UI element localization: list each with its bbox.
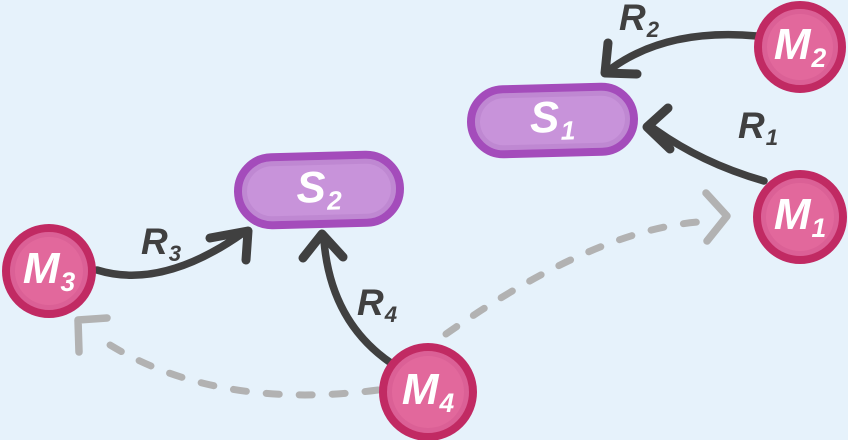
edge-r2-arrowhead-icon bbox=[600, 38, 642, 79]
edge-m4-m1-arrowhead-icon bbox=[702, 189, 731, 245]
node-s2-label: S2 bbox=[295, 162, 343, 216]
edge-label-r1: R1 bbox=[737, 105, 779, 150]
edge-r3-path bbox=[93, 229, 247, 279]
node-m4-label: M4 bbox=[401, 364, 455, 418]
node-m2: M2 bbox=[754, 1, 846, 93]
edge-m4-m1-dashed-path bbox=[442, 218, 702, 338]
node-s2: S2 bbox=[233, 149, 405, 231]
edge-r3-arrowhead-icon bbox=[205, 226, 253, 265]
edge-r2-path bbox=[608, 30, 761, 72]
edge-r1-path bbox=[649, 124, 768, 185]
node-m3: M3 bbox=[2, 224, 96, 318]
node-m3-label: M3 bbox=[22, 243, 76, 297]
edge-r4-path bbox=[320, 237, 395, 367]
edge-label-r4: R4 bbox=[356, 282, 398, 327]
edge-m4-m3-arrowhead-icon bbox=[74, 314, 111, 356]
edge-m4-m3-dashed-path bbox=[92, 332, 382, 399]
edge-label-r2: R2 bbox=[618, 0, 660, 42]
edge-label-r3: R3 bbox=[140, 221, 182, 266]
node-m1-label: M1 bbox=[773, 189, 827, 243]
node-m1: M1 bbox=[753, 170, 847, 264]
node-s1-label: S1 bbox=[529, 93, 576, 147]
node-m2-label: M2 bbox=[773, 19, 827, 73]
node-s1: S1 bbox=[466, 81, 639, 160]
edge-r1-arrowhead-icon bbox=[642, 103, 675, 154]
edge-r4-arrowhead-icon bbox=[298, 229, 348, 263]
node-m4: M4 bbox=[379, 343, 477, 440]
